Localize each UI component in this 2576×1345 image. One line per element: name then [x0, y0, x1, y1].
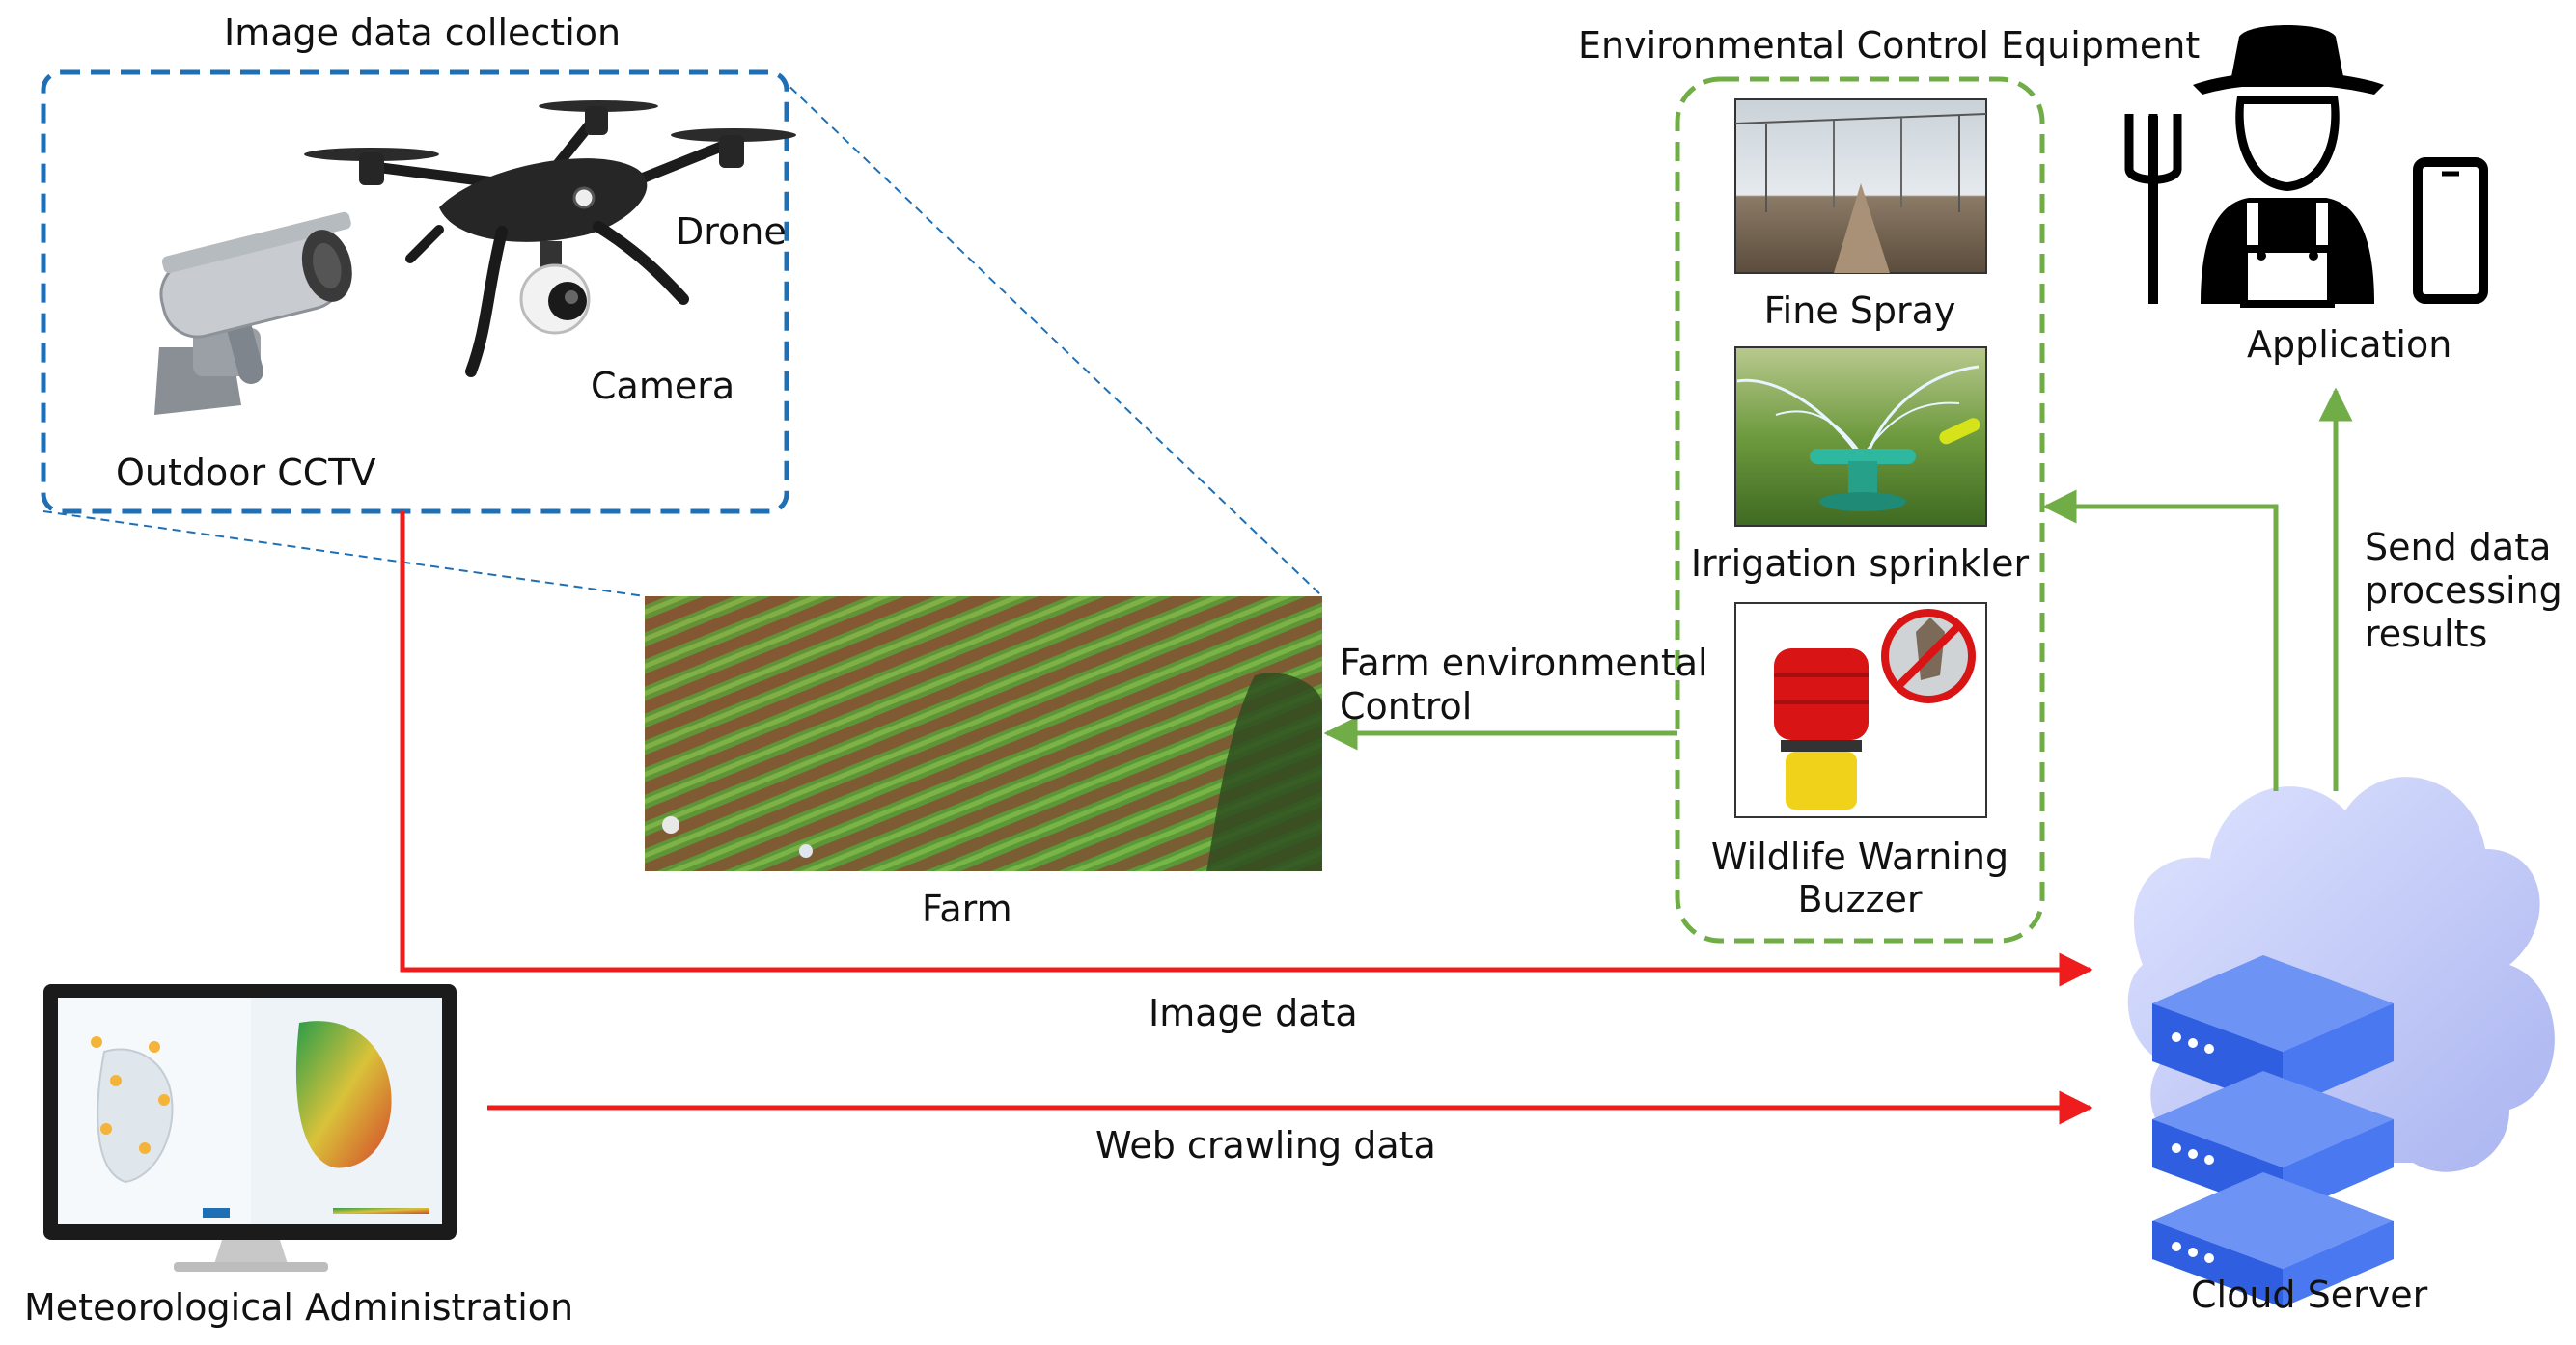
wildlife-buzzer-label-line1: Wildlife Warning [1710, 836, 2009, 878]
farm-control-label-line2: Control [1340, 685, 1473, 727]
cloud-server-icon [2127, 777, 2555, 1307]
image-data-arrow [400, 511, 2093, 987]
wildlife-buzzer-image [1734, 602, 1987, 818]
meteorological-label: Meteorological Administration [24, 1286, 574, 1329]
zoom-line-left [42, 510, 646, 597]
image-collection-title: Image data collection [224, 12, 622, 54]
fine-spray-label: Fine Spray [1763, 289, 1956, 332]
camera-label: Camera [591, 365, 735, 407]
cloud-server-label: Cloud Server [2191, 1274, 2428, 1316]
zoom-line-right [779, 76, 1323, 597]
env-control-box [1675, 76, 2045, 944]
web-crawling-label: Web crawling data [1095, 1124, 1436, 1167]
irrigation-sprinkler-label: Irrigation sprinkler [1690, 542, 2030, 585]
send-results-line2: processing [2365, 569, 2562, 612]
weather-monitor-image [43, 984, 457, 1272]
image-collection-box [41, 69, 789, 514]
image-data-label: Image data [1149, 992, 1358, 1034]
farm-control-label-line1: Farm environmental [1340, 642, 1708, 684]
farm-image [645, 596, 1322, 871]
farm-label: Farm [922, 888, 1012, 930]
farmer-app-icon [2124, 25, 2488, 308]
cctv-image [154, 211, 352, 415]
drone-image [304, 100, 796, 377]
fine-spray-image [1734, 98, 1987, 274]
drone-label: Drone [676, 210, 787, 253]
cctv-label: Outdoor CCTV [116, 452, 376, 494]
cloud-to-env-arrow [2042, 489, 2279, 791]
irrigation-sprinkler-image [1734, 346, 1987, 527]
send-results-line3: results [2365, 613, 2488, 655]
wildlife-buzzer-label-line2: Buzzer [1797, 878, 1923, 920]
application-label: Application [2247, 323, 2452, 366]
send-results-line1: Send data [2365, 526, 2552, 568]
env-control-title: Environmental Control Equipment [1578, 24, 2201, 67]
